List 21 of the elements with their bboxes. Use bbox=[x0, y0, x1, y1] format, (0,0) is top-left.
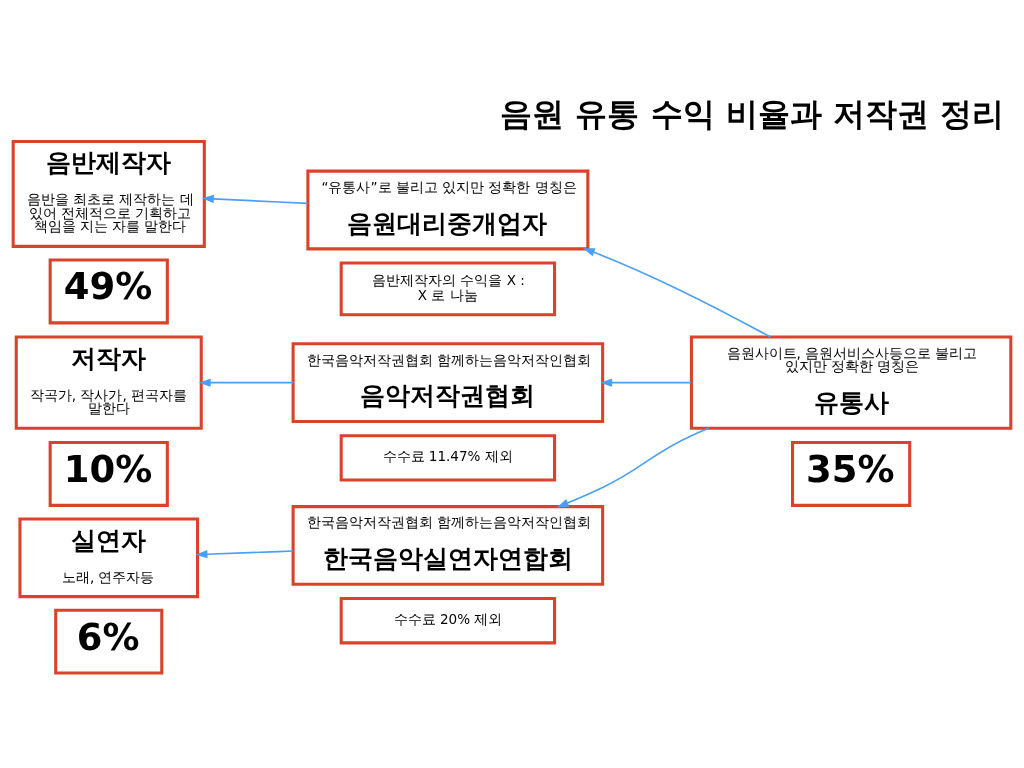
node-box: 수수료 11.47% 제외 bbox=[339, 433, 557, 482]
arrow bbox=[600, 378, 692, 387]
node-box: 한국음악저작권협회 함께하는음악저작인협회 음악저작권협회 bbox=[291, 341, 605, 423]
node-box: 실연자 노래, 연주자등 bbox=[18, 516, 200, 598]
arrow bbox=[582, 247, 772, 338]
arrow bbox=[195, 549, 294, 558]
arrow bbox=[198, 378, 294, 387]
node-box: 저작자 작곡가, 작사가, 편곡자를 말한다 bbox=[14, 334, 203, 430]
node-box: “유통사”로 불리고 있지만 정확한 명칭은 음원대리중개업자 bbox=[306, 169, 590, 250]
arrow bbox=[202, 194, 309, 204]
node-box: 49% bbox=[48, 257, 169, 324]
node-box: 한국음악저작권협회 함께하는음악저작인협회 한국음악실연자연합회 bbox=[291, 504, 605, 586]
arrow bbox=[556, 427, 710, 507]
node-box: 수수료 20% 제외 bbox=[339, 596, 557, 644]
node-box: 음반제작자 음반을 최초로 제작하는 데 있어 전체적으로 기획하고 책임을 지는 자를 말한다 bbox=[11, 139, 206, 248]
node-box: 6% bbox=[54, 608, 164, 675]
node-box: 35% bbox=[791, 440, 912, 507]
node-box: 음원사이트, 음원서비스사등으로 불리고 있지만 정확한 명칭은 유통사 bbox=[689, 334, 1013, 430]
node-box: 음반제작자의 수익을 X : X 로 나눔 bbox=[339, 261, 557, 316]
diagram-title: 음원 유통 수익 비율과 저작권 정리 bbox=[500, 94, 1005, 133]
node-box: 10% bbox=[48, 440, 169, 507]
